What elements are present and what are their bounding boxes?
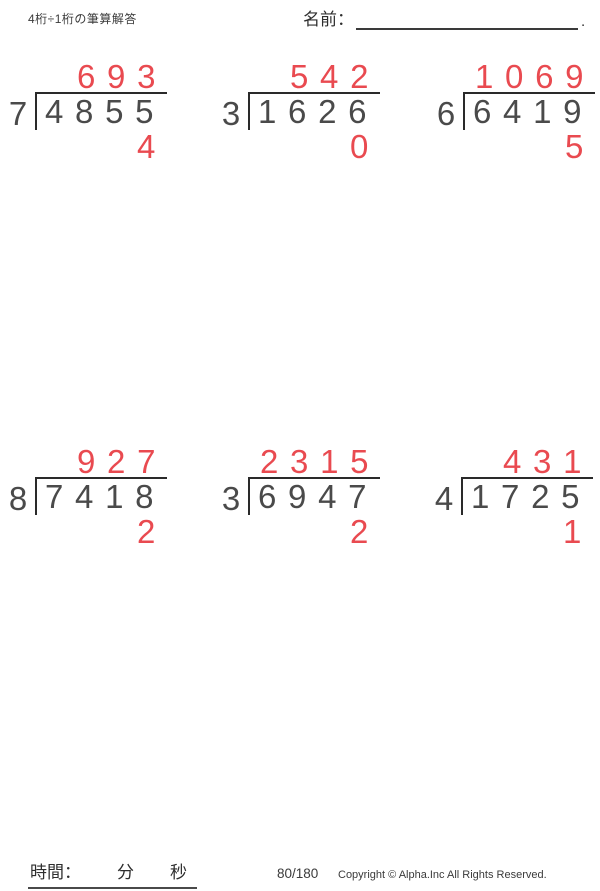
remainder: 1 (563, 513, 594, 550)
copyright-notice: Copyright © Alpha.Inc All Rights Reserve… (338, 869, 547, 881)
quotient: 693 (77, 58, 168, 95)
division-problem: 542 3 1626 0 (218, 58, 381, 165)
division-bracket: 6419 (463, 92, 596, 130)
divisor: 8 (8, 480, 28, 517)
quotient: 1069 (475, 58, 596, 95)
remainder: 4 (137, 128, 168, 165)
remainder: 2 (137, 513, 168, 550)
seconds-label: 秒 (170, 863, 187, 882)
quotient: 2315 (260, 443, 381, 480)
quotient: 542 (290, 58, 381, 95)
worksheet-title: 4桁÷1桁の筆算解答 (28, 12, 137, 26)
time-label: 時間： (30, 863, 81, 882)
minutes-label: 分 (117, 863, 134, 882)
remainder: 0 (350, 128, 381, 165)
division-problem: 1069 6 6419 5 (433, 58, 596, 165)
name-blank-line (356, 9, 578, 30)
divisor: 3 (221, 480, 241, 517)
division-bracket: 6947 (248, 477, 381, 515)
dividend: 4855 (45, 93, 166, 130)
dividend: 1725 (471, 478, 592, 515)
name-line-period: . (581, 13, 586, 30)
name-field-row: 名前： . (303, 5, 585, 30)
dividend: 6419 (473, 93, 594, 130)
page-number: 80/180 (277, 866, 319, 881)
division-bracket: 1725 (461, 477, 594, 515)
division-bracket: 1626 (248, 92, 381, 130)
division-problem: 2315 3 6947 2 (218, 443, 381, 550)
dividend: 7418 (45, 478, 166, 515)
name-label: 名前： (303, 10, 354, 29)
division-problem: 927 8 7418 2 (5, 443, 168, 550)
time-field-row: 時間： 分 秒 (28, 858, 197, 889)
division-bracket: 7418 (35, 477, 168, 515)
divisor: 4 (434, 480, 454, 517)
remainder: 2 (350, 513, 381, 550)
dividend: 1626 (258, 93, 379, 130)
remainder: 5 (565, 128, 596, 165)
quotient: 927 (77, 443, 168, 480)
divisor: 7 (8, 95, 28, 132)
division-bracket: 4855 (35, 92, 168, 130)
divisor: 6 (436, 95, 456, 132)
divisor: 3 (221, 95, 241, 132)
division-problem: 431 4 1725 1 (431, 443, 594, 550)
division-problem: 693 7 4855 4 (5, 58, 168, 165)
dividend: 6947 (258, 478, 379, 515)
quotient: 431 (503, 443, 594, 480)
